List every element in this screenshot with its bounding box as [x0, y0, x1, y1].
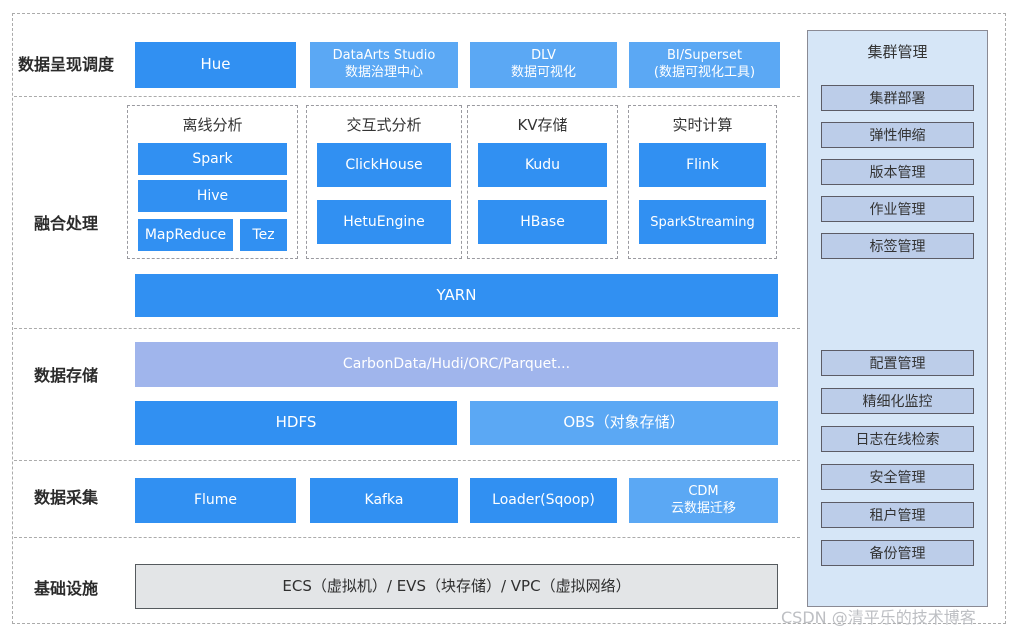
layer-label-collection: 数据采集 [33, 488, 98, 507]
layer-label-infrastructure: 基础设施 [33, 579, 98, 598]
component-flink: Flink [639, 143, 766, 187]
panel-item-job-mgmt: 作业管理 [821, 196, 974, 222]
panel-item-security-mgmt: 安全管理 [821, 464, 974, 490]
panel-item-version-mgmt: 版本管理 [821, 159, 974, 185]
panel-item-elastic-scaling: 弹性伸缩 [821, 122, 974, 148]
csdn-watermark: CSDN @清平乐的技术博客 [781, 608, 976, 627]
group-title: 实时计算 [672, 116, 733, 134]
panel-item-tag-mgmt: 标签管理 [821, 233, 974, 259]
panel-item-tenant-mgmt: 租户管理 [821, 502, 974, 528]
layer-label-storage: 数据存储 [33, 366, 98, 385]
panel-item-backup-mgmt: 备份管理 [821, 540, 974, 566]
component-hdfs: HDFS [135, 401, 457, 445]
layer-label-presentation: 数据呈现调度 [17, 55, 114, 74]
component-mapreduce: MapReduce [138, 219, 233, 251]
section-divider [14, 96, 800, 97]
component-dlv: DLV 数据可视化 [470, 42, 617, 88]
component-tez: Tez [240, 219, 287, 251]
component-hbase: HBase [478, 200, 607, 244]
component-obs: OBS（对象存储） [470, 401, 778, 445]
component-dataarts-studio: DataArts Studio 数据治理中心 [310, 42, 458, 88]
component-kudu: Kudu [478, 143, 607, 187]
component-kafka: Kafka [310, 478, 458, 523]
diagram-outer-border [12, 13, 1006, 624]
component-spark: Spark [138, 143, 287, 175]
component-hue: Hue [135, 42, 296, 88]
component-clickhouse: ClickHouse [317, 143, 451, 187]
layer-label-processing: 融合处理 [33, 214, 98, 233]
group-kv-storage: KV存储 Kudu HBase [467, 105, 618, 259]
component-infrastructure: ECS（虚拟机）/ EVS（块存储）/ VPC（虚拟网络） [135, 564, 778, 609]
component-cdm: CDM 云数据迁移 [629, 478, 778, 523]
group-interactive-analysis: 交互式分析 ClickHouse HetuEngine [306, 105, 462, 259]
panel-item-log-search: 日志在线检索 [821, 426, 974, 452]
component-yarn: YARN [135, 274, 778, 317]
panel-title: 集群管理 [867, 43, 928, 61]
panel-item-cluster-deploy: 集群部署 [821, 85, 974, 111]
component-flume: Flume [135, 478, 296, 523]
panel-item-fine-monitoring: 精细化监控 [821, 388, 974, 414]
group-offline-analysis: 离线分析 Spark Hive MapReduce Tez [127, 105, 298, 259]
cluster-management-panel: 集群管理 集群部署 弹性伸缩 版本管理 作业管理 标签管理 配置管理 精细化监控… [807, 30, 988, 607]
component-sparkstreaming: SparkStreaming [639, 200, 766, 244]
panel-item-config-mgmt: 配置管理 [821, 350, 974, 376]
component-bi-superset: BI/Superset (数据可视化工具) [629, 42, 780, 88]
group-realtime-computing: 实时计算 Flink SparkStreaming [628, 105, 777, 259]
component-hetuengine: HetuEngine [317, 200, 451, 244]
component-hive: Hive [138, 180, 287, 212]
group-title: 离线分析 [182, 116, 243, 134]
group-title: 交互式分析 [346, 116, 422, 134]
section-divider [14, 328, 800, 329]
section-divider [14, 460, 800, 461]
component-loader-sqoop: Loader(Sqoop) [470, 478, 617, 523]
group-title: KV存储 [517, 116, 568, 134]
section-divider [14, 537, 800, 538]
component-storage-formats: CarbonData/Hudi/ORC/Parquet... [135, 342, 778, 387]
